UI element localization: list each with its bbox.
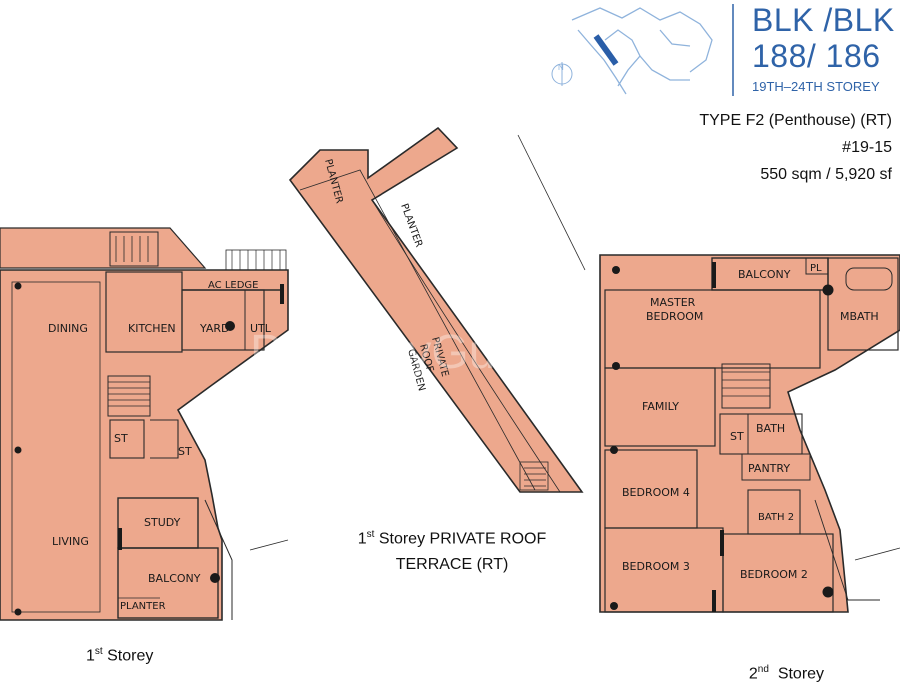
block-key-plan bbox=[571, 7, 713, 95]
room-label-pl: PL bbox=[810, 263, 822, 274]
room-label-master-2: BEDROOM bbox=[646, 310, 703, 323]
room-label-ac-ledge: AC LEDGE bbox=[208, 280, 258, 291]
highlighted-block-marker bbox=[593, 34, 619, 66]
caption-second-storey: 2nd Storey bbox=[740, 646, 824, 683]
storey-range: 19TH–24TH STOREY bbox=[752, 79, 880, 94]
caption-roof-line2: TERRACE (RT) bbox=[395, 556, 509, 574]
caption-first-storey-word: Storey bbox=[102, 647, 154, 665]
caption-roof-line1: 1st Storey PRIVATE ROOF bbox=[336, 522, 568, 552]
room-label-st-3: ST bbox=[730, 430, 744, 443]
room-label-mbath: MBATH bbox=[840, 310, 879, 323]
room-label-bath: BATH bbox=[756, 422, 785, 435]
room-label-pantry: PANTRY bbox=[748, 462, 790, 475]
room-label-study: STUDY bbox=[144, 516, 181, 529]
room-label-balcony-2: BALCONY bbox=[738, 268, 791, 281]
room-label-bedroom3: BEDROOM 3 bbox=[622, 560, 690, 573]
caption-roof-rest: Storey PRIVATE ROOF bbox=[374, 530, 547, 548]
room-label-planter-1: PLANTER bbox=[120, 601, 166, 612]
unit-type: TYPE F2 (Penthouse) (RT) bbox=[699, 112, 892, 129]
room-label-balcony-1: BALCONY bbox=[148, 572, 201, 585]
unit-area: 550 sqm / 5,920 sf bbox=[760, 166, 892, 183]
room-label-living: LIVING bbox=[52, 535, 89, 548]
room-label-family: FAMILY bbox=[642, 400, 679, 413]
second-storey-plan bbox=[599, 254, 900, 613]
caption-second-storey-sup: nd bbox=[757, 664, 769, 675]
room-label-dining: DINING bbox=[48, 322, 88, 335]
room-label-bath2: BATH 2 bbox=[758, 512, 794, 523]
room-label-kitchen: KITCHEN bbox=[128, 322, 176, 335]
caption-second-storey-word: Storey bbox=[768, 665, 825, 683]
caption-first-storey-sup: st bbox=[94, 646, 103, 657]
room-label-master-1: MASTER bbox=[650, 296, 696, 309]
compass-icon bbox=[551, 62, 573, 86]
roof-terrace-plan bbox=[288, 126, 586, 493]
compass-label: N bbox=[558, 63, 564, 72]
room-label-utl: UTL bbox=[250, 322, 272, 335]
caption-first-storey: 1st Storey bbox=[86, 646, 153, 665]
caption-first-storey-num: 1 bbox=[86, 647, 95, 665]
room-label-bedroom2: BEDROOM 2 bbox=[740, 568, 808, 581]
block-number-line2: 188/ 186 bbox=[752, 38, 881, 74]
room-label-st-2: ST bbox=[178, 445, 192, 458]
unit-number: #19-15 bbox=[842, 139, 892, 156]
block-number-line1: BLK /BLK bbox=[752, 2, 895, 38]
first-storey-plan bbox=[0, 227, 289, 621]
caption-roof-sup: st bbox=[366, 529, 375, 540]
caption-roof-num: 1 bbox=[357, 530, 367, 548]
room-label-yard: YARD bbox=[199, 322, 230, 335]
watermark: PropertyGuru bbox=[250, 326, 538, 379]
room-label-bedroom4: BEDROOM 4 bbox=[622, 486, 690, 499]
caption-roof-terrace: 1st Storey PRIVATE ROOF TERRACE (RT) bbox=[336, 522, 568, 578]
caption-second-storey-num: 2 bbox=[748, 665, 758, 683]
room-label-st-1: ST bbox=[114, 432, 128, 445]
